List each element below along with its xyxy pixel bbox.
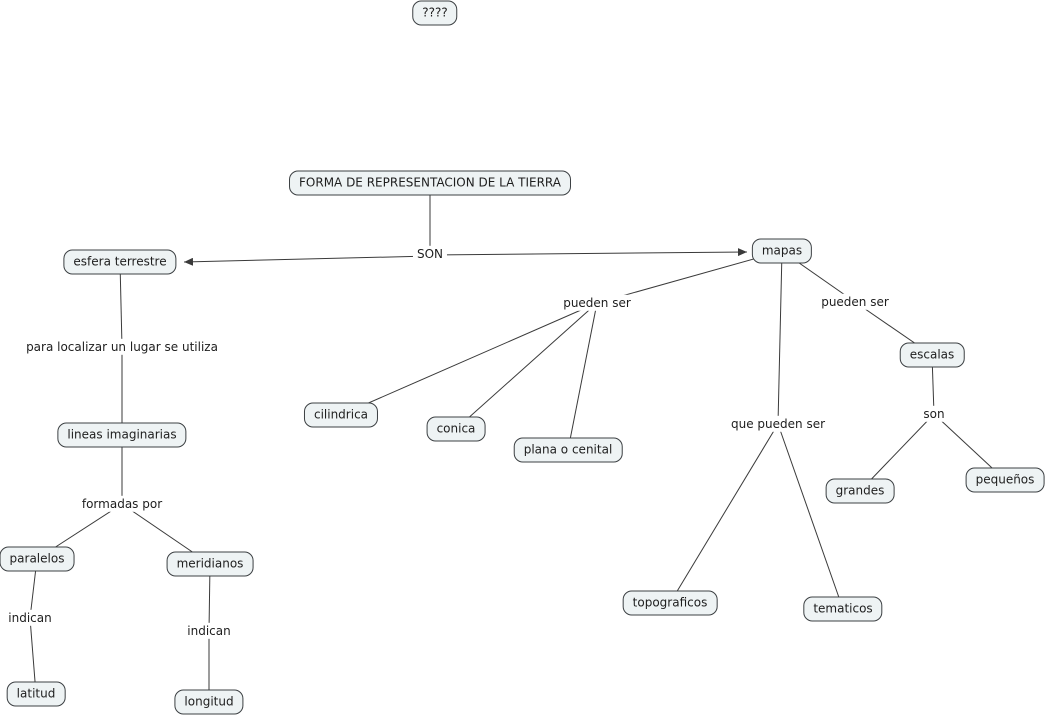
edge-mapas-que_pueden_ser <box>777 250 783 425</box>
edge-indican1-latitud <box>29 617 37 695</box>
concept-node-tematicos[interactable]: tematicos <box>803 596 883 622</box>
edge-son-esfera <box>183 255 431 266</box>
link-label-son[interactable]: SON <box>412 245 448 263</box>
edge-pueden_ser_left-conica <box>455 302 598 430</box>
concept-node-meridianos[interactable]: meridianos <box>166 551 254 577</box>
edge-mapas-pueden_ser_left <box>596 250 783 304</box>
link-label-para-localizar[interactable]: para localizar un lugar se utiliza <box>22 338 222 356</box>
link-label-formadas-por[interactable]: formadas por <box>77 495 167 513</box>
link-label-pueden-ser-right[interactable]: pueden ser <box>817 293 893 311</box>
edge-pueden_ser_left-plana <box>567 302 598 451</box>
concept-node-title[interactable]: FORMA DE REPRESENTACION DE LA TIERRA <box>289 170 571 196</box>
link-label-pueden-ser-left[interactable]: pueden ser <box>559 294 635 312</box>
concept-node-question[interactable]: ???? <box>412 0 458 26</box>
concept-node-pequenos[interactable]: pequeños <box>965 467 1045 493</box>
concept-node-esfera-terrestre[interactable]: esfera terrestre <box>63 249 177 275</box>
concept-node-conica[interactable]: conica <box>426 416 486 442</box>
edge-pueden_ser_left-cilindrica <box>340 302 598 416</box>
concept-node-grandes[interactable]: grandes <box>825 478 895 504</box>
edge-que_pueden_ser-tematicos <box>777 423 844 610</box>
concept-node-paralelos[interactable]: paralelos <box>0 546 75 572</box>
concept-node-plana-o-cenital[interactable]: plana o cenital <box>513 437 623 463</box>
edge-son2-grandes <box>859 413 935 492</box>
concept-node-escalas[interactable]: escalas <box>899 342 965 368</box>
concept-node-lineas-imaginarias[interactable]: lineas imaginarias <box>57 422 187 448</box>
concept-node-latitud[interactable]: latitud <box>6 681 66 707</box>
edge-esfera-para_localizar <box>119 261 123 348</box>
concept-node-topograficos[interactable]: topograficos <box>622 590 718 616</box>
concept-node-longitud[interactable]: longitud <box>174 689 244 715</box>
edge-son-mapas <box>429 248 748 257</box>
edge-que_pueden_ser-topograficos <box>669 423 779 604</box>
concept-node-mapas[interactable]: mapas <box>751 238 813 264</box>
link-label-indican-1[interactable]: indican <box>4 609 56 627</box>
link-label-son2[interactable]: son <box>919 405 949 423</box>
concept-node-cilindrica[interactable]: cilindrica <box>303 402 379 428</box>
link-label-que-pueden-ser[interactable]: que pueden ser <box>726 415 830 433</box>
link-label-indican-2[interactable]: indican <box>183 622 235 640</box>
